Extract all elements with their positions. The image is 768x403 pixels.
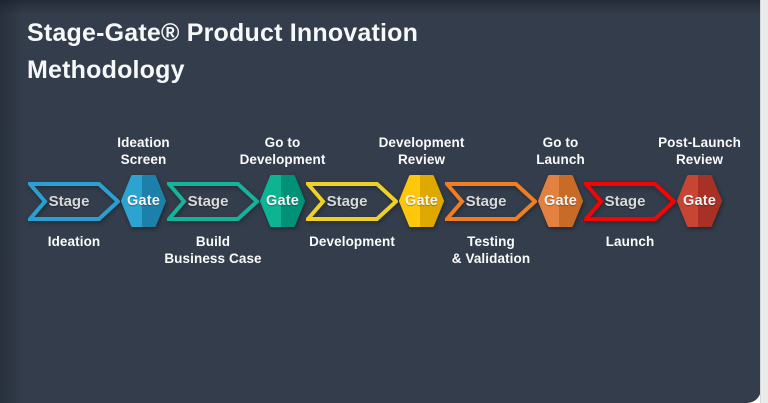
gate-shape-1: Gate <box>121 175 166 227</box>
gate-hexagon-icon <box>260 175 305 227</box>
stage-arrow-icon <box>306 181 398 221</box>
gate-shape-3: Gate <box>399 175 444 227</box>
page-background-strip <box>760 0 768 403</box>
gate-caption-ideation-screen: Ideation Screen <box>117 135 170 167</box>
stage-arrow-icon <box>584 181 676 221</box>
stage-shape-3: Stage <box>306 181 398 221</box>
stage-arrow-icon <box>28 181 120 221</box>
stage-gate-flow: Stage Gate Stage Gate <box>28 175 722 227</box>
gate-caption-post-launch-review: Post-Launch Review <box>658 135 741 167</box>
gate-hexagon-icon <box>121 175 166 227</box>
stage-caption-testing-validation: Testing & Validation <box>451 234 531 266</box>
stage-shape-1: Stage <box>28 181 120 221</box>
stage-caption-build-business-case: Build Business Case <box>164 234 262 266</box>
stage-shape-2: Stage <box>167 181 259 221</box>
page-title-line1: Stage-Gate® Product Innovation <box>27 19 419 47</box>
gate-hexagon-icon <box>677 175 722 227</box>
gate-shape-4: Gate <box>538 175 583 227</box>
gate-shape-5: Gate <box>677 175 722 227</box>
stage-caption-launch: Launch <box>605 234 655 249</box>
gate-shape-2: Gate <box>260 175 305 227</box>
page-title: Stage-Gate® Product Innovation Methodolo… <box>27 15 418 89</box>
gate-hexagon-icon <box>538 175 583 227</box>
stage-caption-development: Development <box>309 234 395 249</box>
stage-caption-ideation: Ideation <box>47 234 101 249</box>
stage-shape-5: Stage <box>584 181 676 221</box>
gate-hexagon-icon <box>399 175 444 227</box>
stage-shape-4: Stage <box>445 181 537 221</box>
page-title-line2: Methodology <box>27 56 185 84</box>
gate-caption-development-review: Development Review <box>378 135 465 167</box>
gate-caption-go-to-launch: Go to Launch <box>536 135 585 167</box>
gate-caption-go-to-development: Go to Development <box>239 135 326 167</box>
stage-arrow-icon <box>445 181 537 221</box>
stage-arrow-icon <box>167 181 259 221</box>
